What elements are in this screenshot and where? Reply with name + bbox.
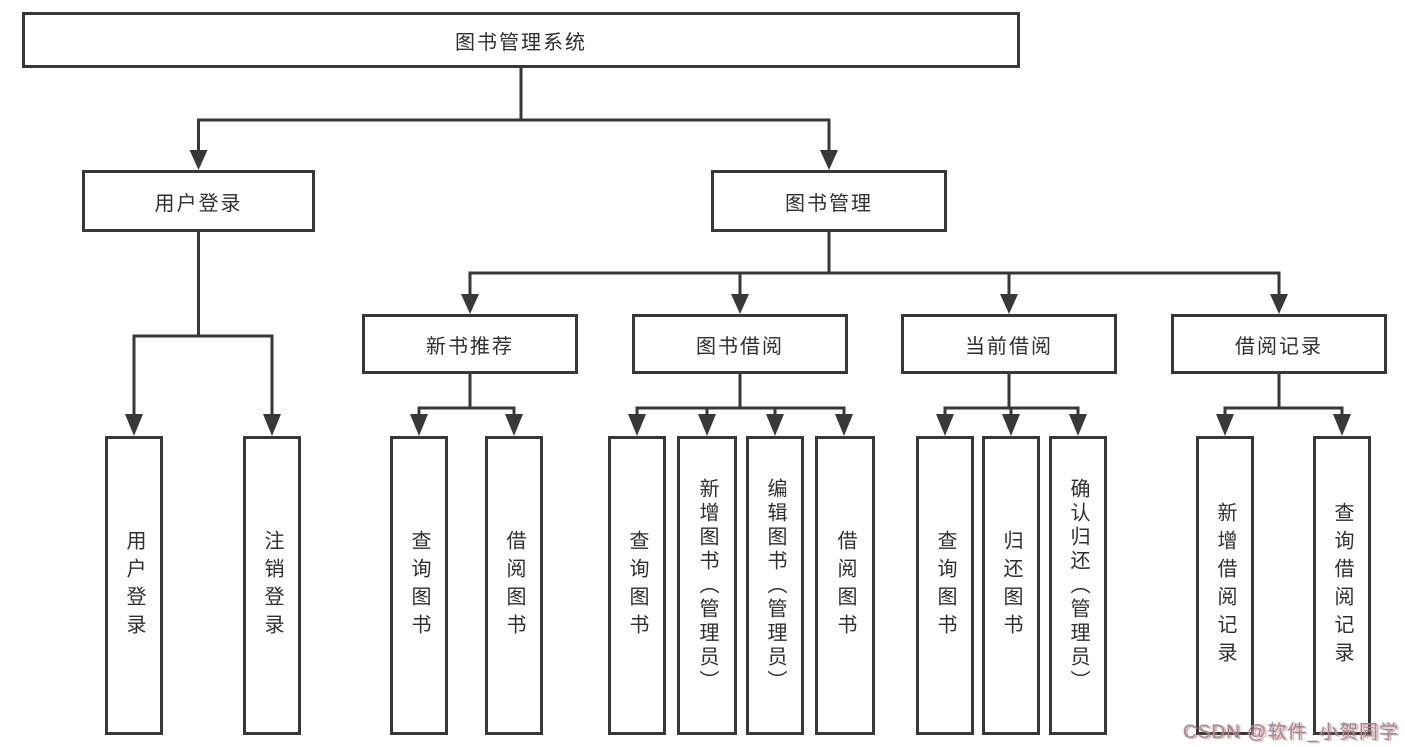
leaf-current-query-books: 查询图书 [916, 436, 974, 735]
leaf-borrow-borrow-books: 借阅图书 [815, 436, 875, 735]
leaf-records-add-record: 新增借阅记录 [1196, 436, 1254, 735]
node-book-management: 图书管理 [711, 170, 947, 232]
leaf-current-confirm-return-admin: 确认归还（管理员） [1049, 436, 1107, 735]
leaf-newbook-borrow-books: 借阅图书 [485, 436, 543, 735]
csdn-watermark: CSDN @软件_小贺同学 [1183, 722, 1399, 743]
node-root: 图书管理系统 [22, 12, 1020, 68]
leaf-borrow-query-books: 查询图书 [608, 436, 666, 735]
leaf-user-login: 用户登录 [105, 436, 163, 735]
leaf-borrow-add-books-admin: 新增图书（管理员） [677, 436, 737, 735]
node-new-book-recommend: 新书推荐 [362, 314, 578, 374]
node-book-borrow: 图书借阅 [632, 314, 848, 374]
leaf-current-return-books: 归还图书 [982, 436, 1040, 735]
leaf-borrow-edit-books-admin: 编辑图书（管理员） [746, 436, 804, 735]
node-user-login: 用户登录 [82, 170, 315, 232]
leaf-newbook-query-books: 查询图书 [390, 436, 448, 735]
node-current-borrow: 当前借阅 [901, 314, 1117, 374]
leaf-records-query-record: 查询借阅记录 [1313, 436, 1371, 735]
leaf-logout: 注销登录 [243, 436, 301, 735]
node-borrow-records: 借阅记录 [1171, 314, 1387, 374]
